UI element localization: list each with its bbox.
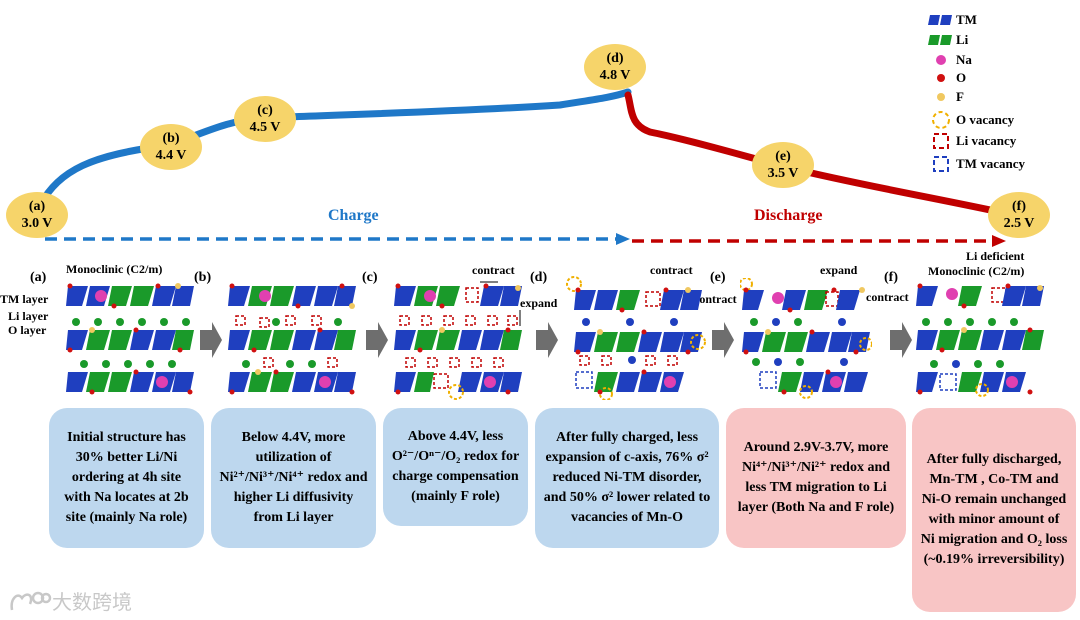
- tm-vacancy-icon: [933, 156, 949, 172]
- contract-label-c: contract: [472, 263, 515, 277]
- stage-c: (c) 4.5 V: [234, 96, 296, 142]
- o-atom-icon: [937, 74, 945, 82]
- monoclinic-label: Monoclinic (C2/m): [66, 262, 163, 276]
- structure-panel-e: [740, 278, 872, 399]
- charge-curve: [36, 88, 632, 209]
- panel-b-label: (b): [194, 270, 212, 285]
- legend-item-tm-vacancy: TM vacancy: [926, 155, 1025, 173]
- stage-c-voltage: 4.5 V: [249, 120, 281, 135]
- charge-label: Charge: [328, 207, 379, 224]
- description-box-d: After fully charged, less expansion of c…: [535, 408, 719, 548]
- legend-label-o: O: [956, 70, 967, 85]
- structure-panel-a: [66, 283, 194, 395]
- stage-f-letter: (f): [1012, 199, 1026, 214]
- legend-label-tm: TM: [956, 12, 977, 27]
- legend-label-li-vacancy: Li vacancy: [956, 133, 1017, 148]
- li-layer-label: Li layer: [8, 309, 49, 323]
- description-box-e: Around 2.9V-3.7V, more Ni⁴⁺/Ni³⁺/Ni²⁺ re…: [726, 408, 906, 548]
- o-vacancy-icon: [932, 111, 950, 129]
- watermark: 大数跨境: [8, 586, 132, 615]
- discharge-arrowhead: [992, 235, 1006, 247]
- panel-f-label: (f): [884, 270, 898, 285]
- description-f-text: After fully discharged, Mn-TM , Co-TM an…: [920, 452, 1068, 567]
- legend-label-tm-vacancy: TM vacancy: [956, 156, 1025, 171]
- step-arrow-5: [890, 322, 912, 358]
- description-a-text: Initial structure has 30% better Li/Ni o…: [64, 430, 189, 525]
- panel-d-label: (d): [530, 270, 548, 285]
- li-deficient-label: Li deficient: [966, 249, 1025, 263]
- tm-octahedron-icon: [928, 15, 952, 25]
- legend-item-f: F: [926, 89, 964, 105]
- panel-e-label: (e): [710, 270, 726, 285]
- stage-e-letter: (e): [775, 149, 791, 164]
- li-octahedron-icon: [928, 35, 952, 45]
- tm-layer-label: TM layer: [0, 292, 49, 306]
- stage-f: (f) 2.5 V: [988, 192, 1050, 238]
- legend-label-na: Na: [956, 52, 972, 67]
- legend-item-li-vacancy: Li vacancy: [926, 132, 1016, 150]
- discharge-label: Discharge: [754, 207, 823, 224]
- legend-item-li: Li: [926, 32, 968, 48]
- stage-b-letter: (b): [162, 131, 180, 146]
- expand-label-e: expand: [820, 263, 858, 277]
- contract-label-d: contract: [650, 263, 693, 277]
- stage-d: (d) 4.8 V: [584, 44, 646, 90]
- stage-b: (b) 4.4 V: [140, 124, 202, 170]
- description-b-text: Below 4.4V, more utilization of Ni²⁺/Ni³…: [219, 430, 368, 525]
- stage-b-voltage: 4.4 V: [155, 148, 187, 163]
- stage-c-letter: (c): [257, 103, 273, 118]
- stage-f-voltage: 2.5 V: [1003, 216, 1035, 231]
- stage-e-voltage: 3.5 V: [767, 166, 799, 181]
- step-arrow-3: [536, 322, 558, 358]
- legend-item-na: Na: [926, 52, 972, 68]
- step-arrow-1: [200, 322, 222, 358]
- stage-e: (e) 3.5 V: [752, 142, 814, 188]
- f-atom-icon: [937, 93, 945, 101]
- panel-a-label: (a): [30, 270, 47, 285]
- watermark-text: 大数跨境: [52, 590, 132, 614]
- description-box-a: Initial structure has 30% better Li/Ni o…: [49, 408, 204, 548]
- description-box-b: Below 4.4V, more utilization of Ni²⁺/Ni³…: [211, 408, 376, 548]
- structure-panel-f: [916, 283, 1044, 397]
- legend-item-o-vacancy: O vacancy: [926, 110, 1014, 130]
- contract-label-e: contract: [866, 290, 909, 304]
- contract-label-d2: contract: [694, 292, 737, 306]
- legend-label-f: F: [956, 89, 964, 104]
- structure-panel-d: [566, 276, 706, 400]
- step-arrow-4: [712, 322, 734, 358]
- description-box-c: Above 4.4V, less O²⁻/Oⁿ⁻/O₂ redox for ch…: [383, 408, 528, 526]
- description-box-f: After fully discharged, Mn-TM , Co-TM an…: [912, 408, 1076, 612]
- panel-c-label: (c): [362, 270, 378, 285]
- description-d-text: After fully charged, less expansion of c…: [543, 430, 711, 525]
- description-c-text: Above 4.4V, less O²⁻/Oⁿ⁻/O₂ redox for ch…: [391, 429, 520, 504]
- stage-d-voltage: 4.8 V: [599, 68, 631, 83]
- structure-panel-c: [394, 281, 522, 400]
- legend-item-o: O: [926, 70, 966, 86]
- stage-a-letter: (a): [28, 199, 46, 214]
- li-vacancy-icon: [933, 133, 949, 149]
- legend-label-li: Li: [956, 32, 969, 47]
- stage-a: (a) 3.0 V: [6, 192, 68, 238]
- stage-d-letter: (d): [606, 51, 624, 66]
- monoclinic-f-label: Monoclinic (C2/m): [928, 264, 1025, 278]
- structure-panel-b: [228, 283, 356, 395]
- o-layer-label: O layer: [8, 323, 47, 337]
- legend-item-tm: TM: [926, 12, 977, 28]
- stage-a-voltage: 3.0 V: [21, 216, 53, 231]
- na-atom-icon: [936, 55, 946, 65]
- legend-label-o-vacancy: O vacancy: [956, 112, 1015, 127]
- expand-label-c: expand: [520, 296, 558, 310]
- description-e-text: Around 2.9V-3.7V, more Ni⁴⁺/Ni³⁺/Ni²⁺ re…: [737, 440, 895, 515]
- charge-arrowhead: [616, 233, 630, 245]
- step-arrow-2: [366, 322, 388, 358]
- watermark-logo-icon: [10, 591, 52, 610]
- lattice-a: [66, 283, 194, 395]
